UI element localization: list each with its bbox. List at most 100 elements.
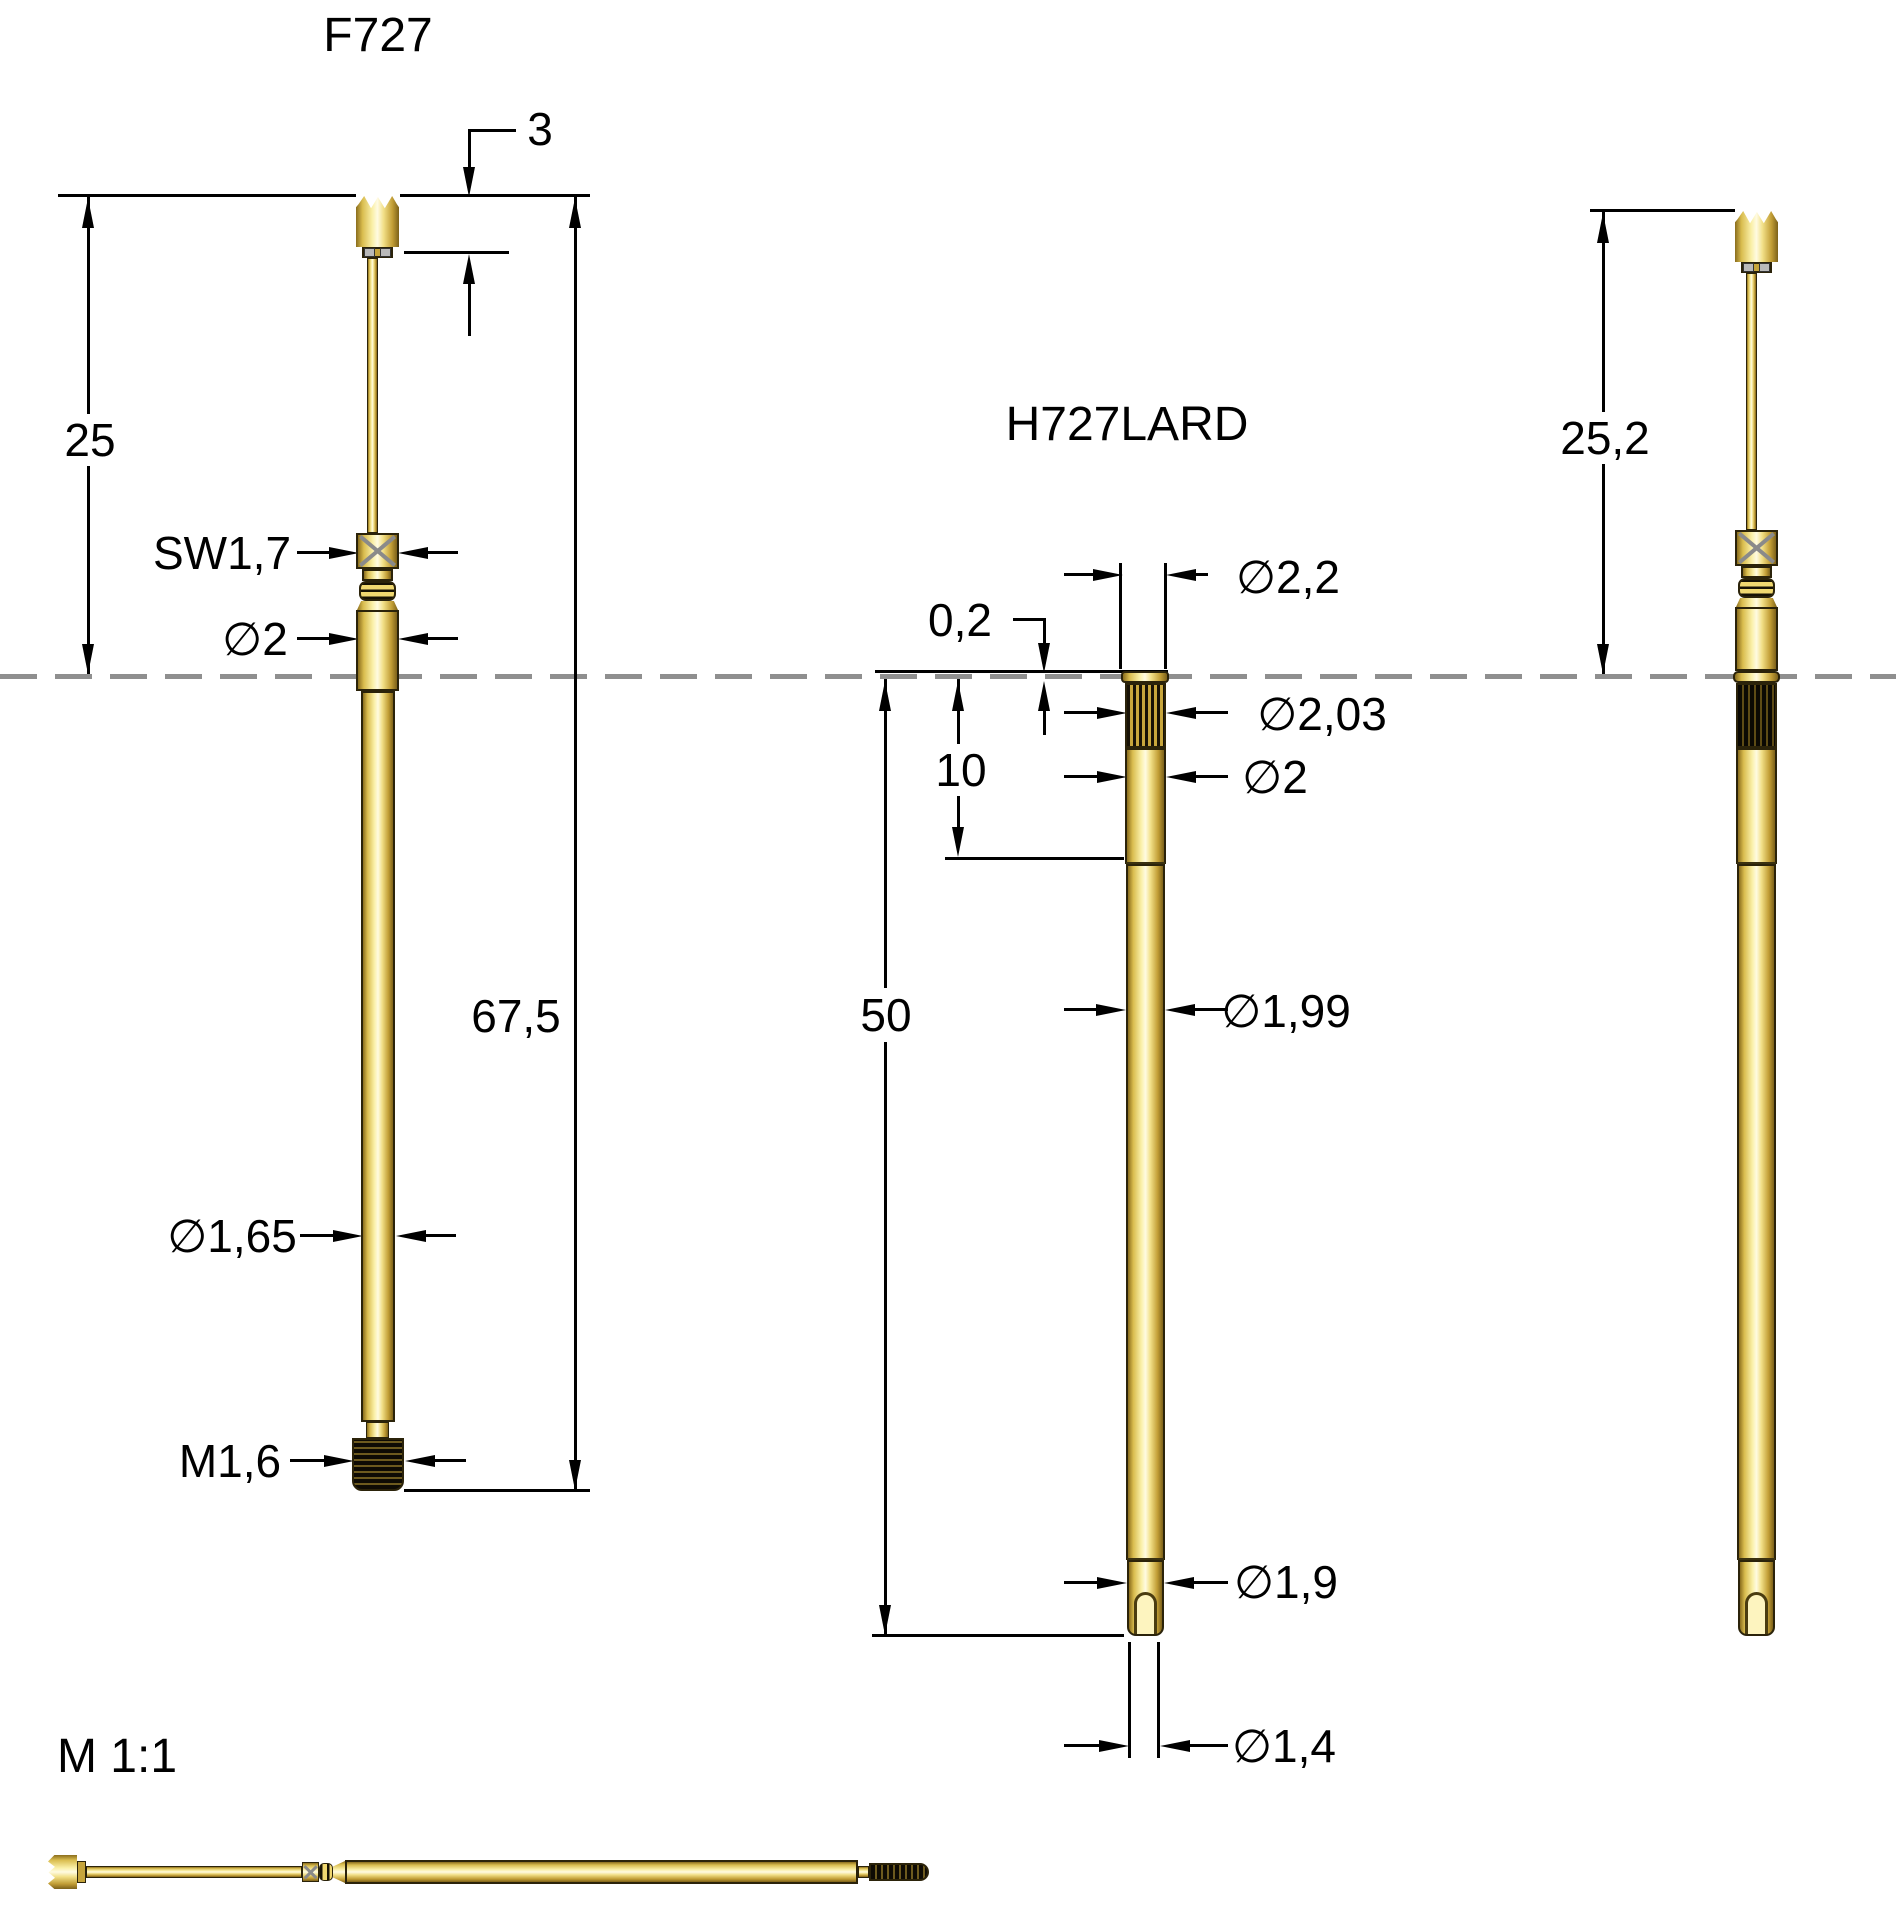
dim-label-thread: M1,6 bbox=[178, 1435, 282, 1487]
arrow-tail bbox=[408, 1234, 456, 1237]
assembled-crimp-collar bbox=[1741, 262, 1772, 273]
leader-line bbox=[1013, 618, 1046, 621]
scale-note: M 1:1 bbox=[56, 1730, 178, 1783]
scale-thread bbox=[869, 1863, 929, 1881]
extension-line bbox=[1119, 563, 1122, 669]
dim-label-assembled-length-above: 25,2 bbox=[1560, 412, 1650, 464]
leader-line bbox=[1043, 618, 1046, 643]
arrow-tail bbox=[1176, 1581, 1228, 1584]
extension-line bbox=[1164, 563, 1167, 669]
scale-plunger-shaft bbox=[86, 1866, 302, 1878]
leader-line bbox=[468, 129, 471, 168]
assembled-crimp-detail bbox=[1743, 263, 1754, 272]
arrow-right bbox=[1097, 1577, 1127, 1589]
assembled-head-barrel bbox=[1735, 607, 1778, 671]
arrow-up bbox=[879, 681, 891, 711]
dimension-line bbox=[87, 196, 90, 414]
arrow-tail bbox=[1064, 1744, 1105, 1747]
arrow-tail bbox=[1178, 573, 1208, 576]
arrow-up bbox=[1038, 681, 1050, 711]
arrow-right bbox=[1097, 771, 1127, 783]
h727-tip bbox=[1127, 1560, 1164, 1636]
board-plane-dashed-line bbox=[0, 674, 1896, 679]
extension-line bbox=[404, 1489, 590, 1492]
h727-sleeve bbox=[1126, 864, 1165, 1560]
f727-spring-rings bbox=[359, 581, 396, 601]
assembled-sleeve bbox=[1737, 864, 1776, 1560]
dim-label-total-length: 67,5 bbox=[471, 990, 561, 1042]
arrow-tail bbox=[1172, 1744, 1228, 1747]
extension-line bbox=[1157, 1642, 1160, 1758]
dim-label-flange-dia: ∅2,2 bbox=[1235, 551, 1341, 603]
assembled-crimp-detail bbox=[1759, 263, 1770, 272]
leader-line bbox=[470, 129, 516, 132]
assembled-crown-tip bbox=[1735, 211, 1778, 262]
dim-label-flange-height: 0,2 bbox=[928, 594, 992, 646]
assembled-knurl-section bbox=[1736, 683, 1777, 748]
dim-label-hex-width: SW1,7 bbox=[152, 527, 292, 579]
f727-crimp-detail bbox=[364, 248, 375, 257]
arrow-tail bbox=[297, 551, 345, 554]
dimension-line bbox=[1602, 464, 1605, 674]
assembled-body bbox=[1736, 748, 1777, 864]
f727-crimp-detail bbox=[380, 248, 391, 257]
assembled-cone-step bbox=[1736, 598, 1777, 607]
f727-shaft bbox=[361, 691, 395, 1422]
h727-tip-slot bbox=[1134, 1592, 1157, 1634]
leader-line bbox=[1043, 709, 1046, 735]
dim-label-head-dia: ∅2 bbox=[222, 613, 288, 665]
scale-crimp-collar bbox=[77, 1861, 86, 1883]
dimension-line bbox=[87, 466, 90, 674]
arrow-up bbox=[1597, 213, 1609, 243]
scale-crown-tip bbox=[48, 1855, 77, 1889]
f727-hex-section bbox=[356, 533, 399, 569]
assembled-spring-rings bbox=[1738, 578, 1775, 598]
dim-label-body-dia: ∅2 bbox=[1242, 751, 1308, 803]
step-line bbox=[1127, 1558, 1164, 1560]
arrow-tail bbox=[1064, 1008, 1100, 1011]
scale-hex-section bbox=[302, 1862, 319, 1882]
arrow-tail bbox=[1064, 573, 1097, 576]
dimension-line bbox=[884, 1042, 887, 1635]
dim-label-knurl-length: 10 bbox=[935, 744, 987, 796]
arrow-right bbox=[1097, 707, 1127, 719]
arrow-tail bbox=[290, 1459, 340, 1462]
f727-title: F727 bbox=[323, 9, 433, 62]
dim-label-sleeve-dia: ∅1,99 bbox=[1221, 985, 1351, 1037]
assembled-tip bbox=[1738, 1560, 1775, 1636]
assembled-neck bbox=[1741, 566, 1772, 578]
arrow-up bbox=[82, 198, 94, 228]
arrow-right bbox=[324, 1455, 354, 1467]
scale-cone-step bbox=[333, 1861, 345, 1883]
f727-plunger-shaft bbox=[367, 258, 378, 533]
arrow-tail bbox=[1064, 1581, 1103, 1584]
dim-label-knurl-dia: ∅2,03 bbox=[1257, 688, 1387, 740]
extension-line bbox=[400, 194, 590, 197]
scale-thread-neck bbox=[858, 1866, 869, 1878]
arrow-tail bbox=[1178, 711, 1228, 714]
f727-cone-step bbox=[357, 601, 398, 610]
arrow-down bbox=[1597, 644, 1609, 674]
assembled-hex-section bbox=[1735, 530, 1778, 566]
arrow-tail bbox=[297, 637, 345, 640]
leader-line bbox=[468, 282, 471, 336]
arrow-right bbox=[333, 1230, 363, 1242]
arrow-right bbox=[1096, 1004, 1126, 1016]
arrow-down bbox=[463, 167, 475, 197]
arrow-right bbox=[329, 633, 359, 645]
arrow-right bbox=[1099, 1740, 1129, 1752]
arrow-up bbox=[569, 198, 581, 228]
arrow-tail bbox=[1177, 1008, 1228, 1011]
step-line bbox=[1737, 862, 1776, 864]
arrow-down bbox=[569, 1460, 581, 1490]
arrow-tail bbox=[1064, 775, 1101, 778]
arrow-tail bbox=[410, 551, 458, 554]
f727-crown-tip bbox=[356, 196, 399, 247]
h727-body bbox=[1125, 748, 1166, 864]
f727-head-barrel bbox=[356, 610, 399, 691]
extension-line bbox=[1590, 209, 1735, 212]
assembled-press-ring bbox=[1733, 671, 1780, 683]
arrow-up bbox=[952, 681, 964, 711]
h727-knurl-section bbox=[1125, 683, 1166, 748]
